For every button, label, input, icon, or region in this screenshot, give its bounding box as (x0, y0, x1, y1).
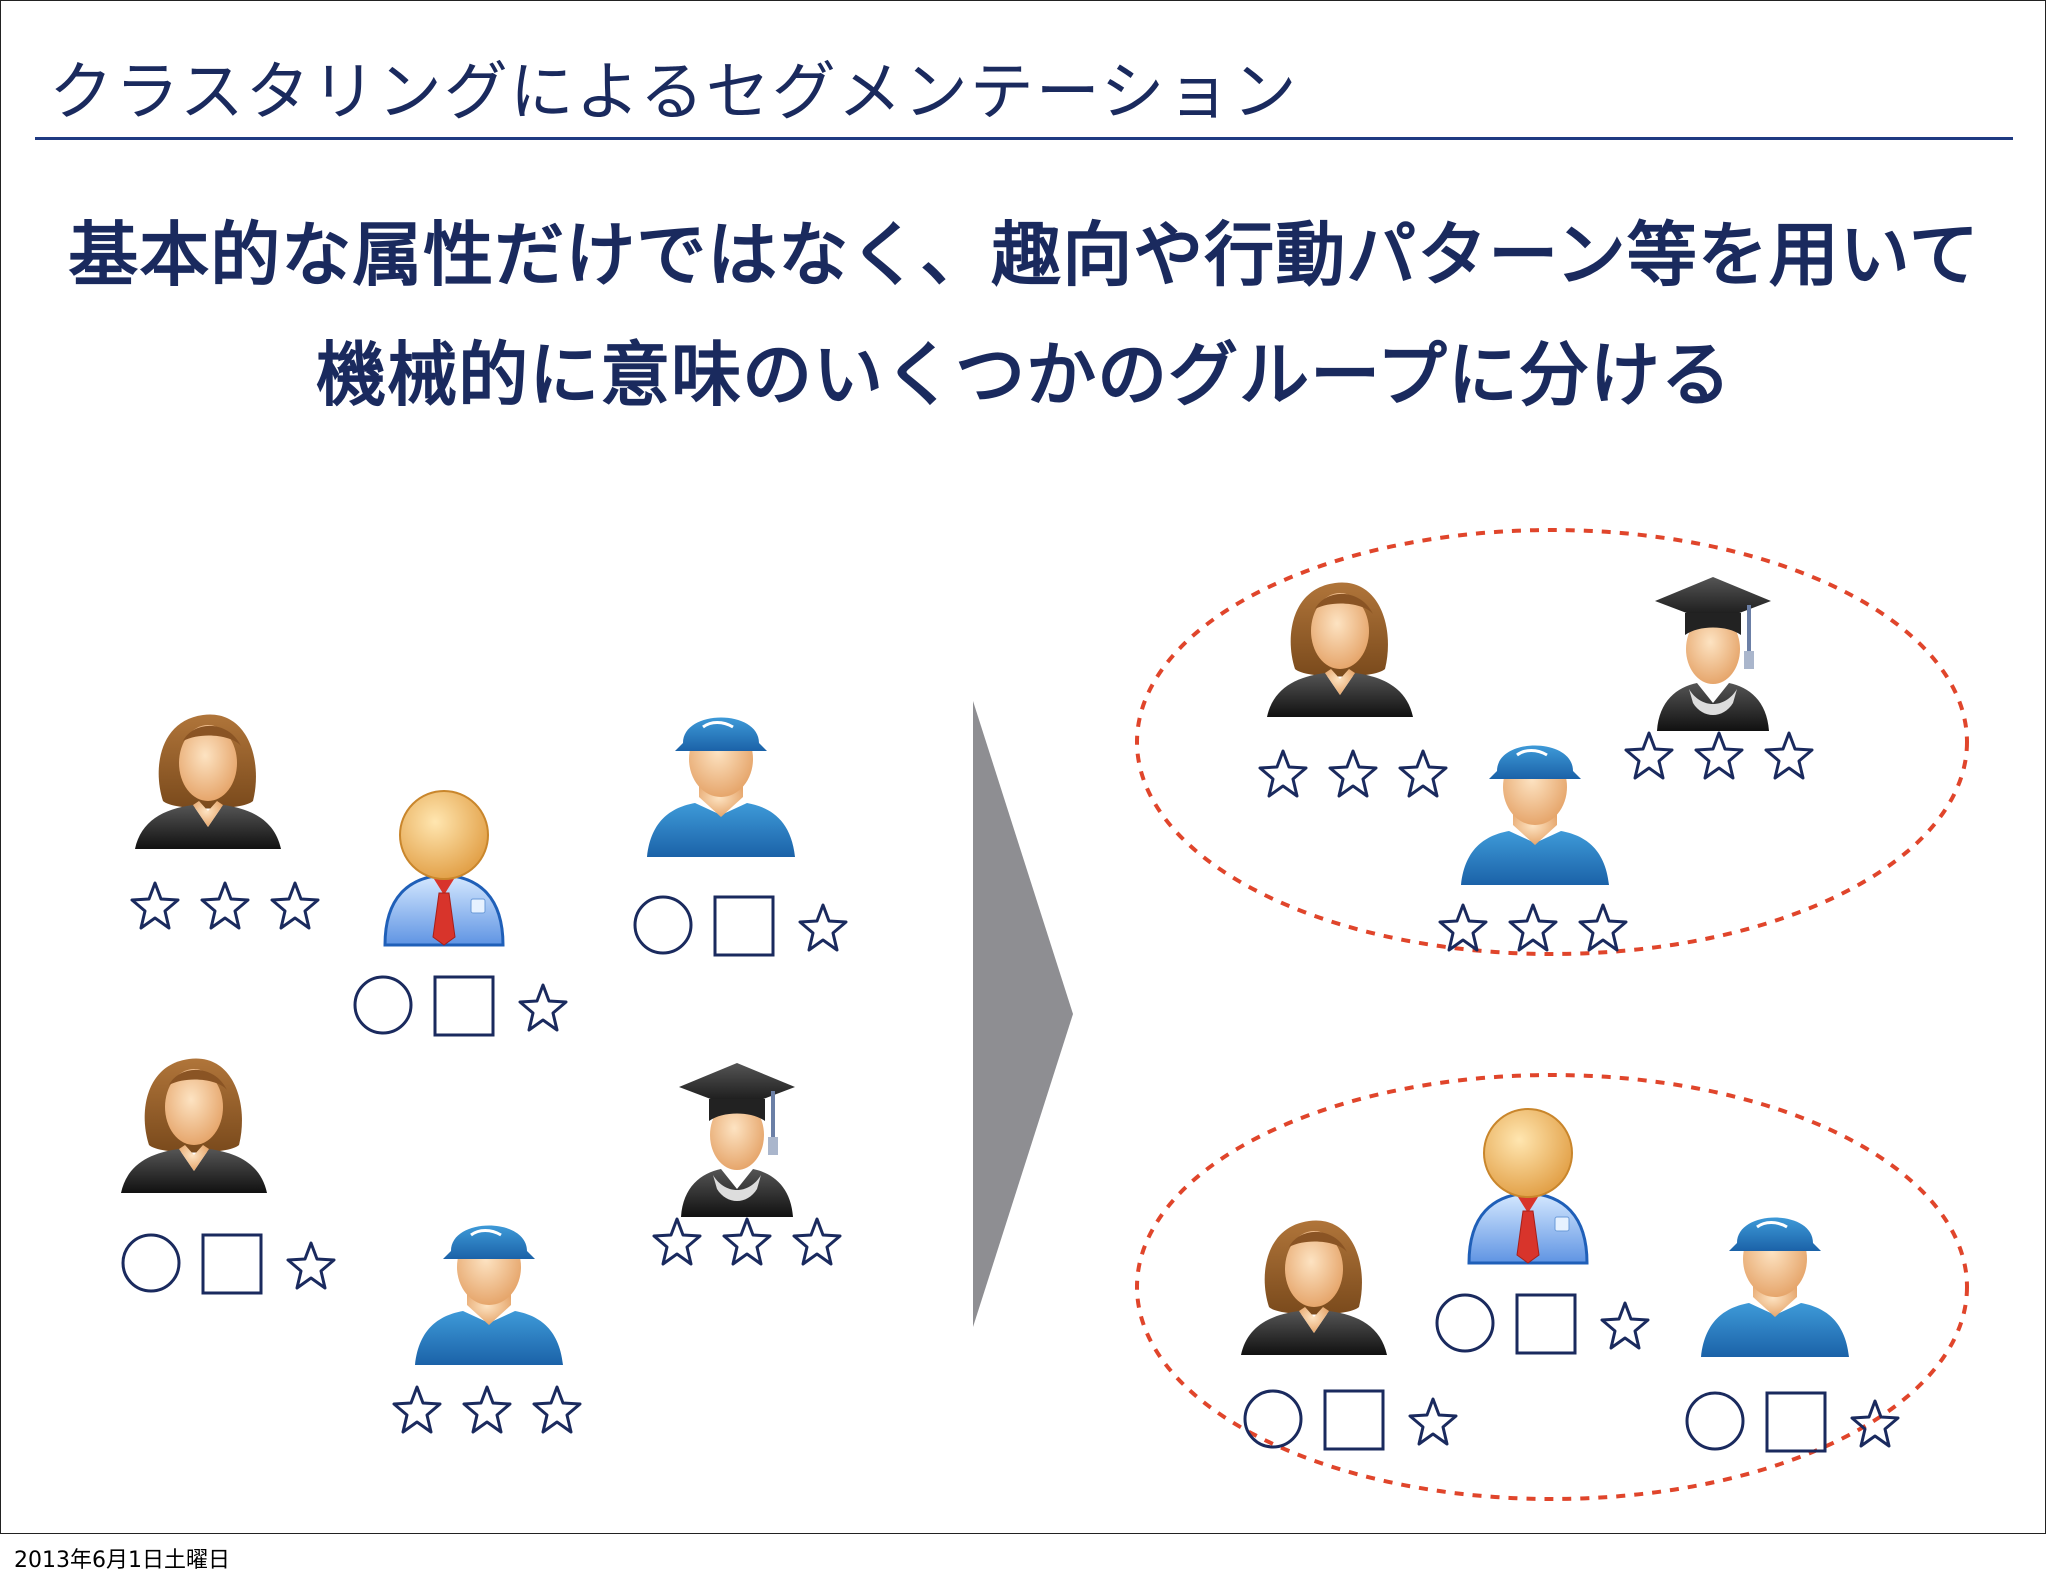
headline-line-2: 機械的に意味のいくつかのグループに分ける (316, 334, 1732, 416)
footer-date: 2013年6月1日土曜日 (14, 1548, 230, 1573)
headline-line-1: 基本的な属性だけではなく、趣向や行動パターン等を用いて (68, 214, 1980, 296)
attribute-stars (1623, 727, 1823, 787)
attribute-stars (651, 1213, 851, 1273)
worker-icon (1699, 1216, 1851, 1359)
arrow-right-icon (973, 701, 1073, 1327)
attribute-circle-square-star (121, 1233, 351, 1297)
woman-icon (1267, 582, 1413, 717)
attribute-stars (391, 1381, 591, 1441)
attribute-stars (129, 877, 329, 937)
attribute-stars (1437, 899, 1637, 959)
businessman-icon (1467, 1107, 1589, 1265)
slide-title: クラスタリングによるセグメンテーション (49, 56, 1299, 130)
attribute-circle-square-star (1685, 1391, 1915, 1455)
graduate-icon (677, 1061, 797, 1219)
attribute-circle-square-star (1243, 1389, 1473, 1453)
graduate-icon (1653, 575, 1773, 733)
title-divider (35, 137, 2013, 140)
attribute-circle-square-star (1435, 1293, 1665, 1357)
woman-icon (135, 714, 281, 849)
worker-icon (645, 716, 797, 859)
worker-icon (413, 1224, 565, 1367)
attribute-circle-square-star (633, 895, 863, 959)
woman-icon (121, 1058, 267, 1193)
attribute-circle-square-star (353, 975, 583, 1039)
businessman-icon (383, 789, 505, 947)
woman-icon (1241, 1220, 1387, 1355)
cluster-2-outline (1135, 1073, 1969, 1501)
cluster-1-outline (1135, 528, 1969, 956)
slide: クラスタリングによるセグメンテーション 基本的な属性だけではなく、趣向や行動パタ… (0, 0, 2046, 1534)
attribute-stars (1257, 745, 1457, 805)
worker-icon (1459, 744, 1611, 887)
